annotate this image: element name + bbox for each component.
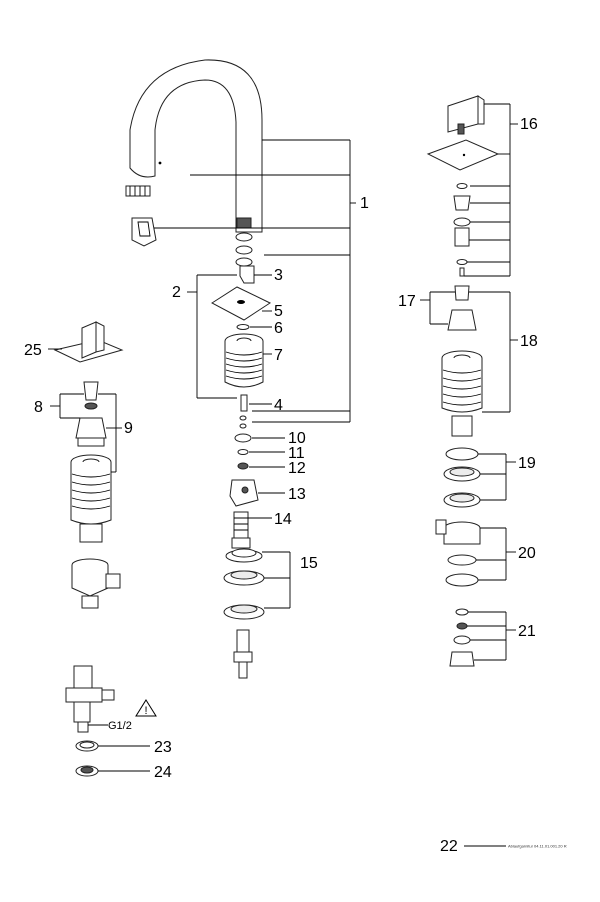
aerator-insert (125, 185, 151, 197)
callout-15: 15 (300, 555, 318, 572)
right-small-parts (453, 183, 471, 277)
callout-12: 12 (288, 460, 306, 477)
cartridge-9 (75, 417, 107, 447)
rings-19 (443, 447, 481, 508)
warning-icon: ! (135, 699, 157, 717)
leader-lines-right (420, 103, 518, 661)
callout-13: 13 (288, 486, 306, 503)
washer-23 (75, 740, 99, 752)
callout-22: 22 (440, 838, 458, 855)
callout-16: 16 (520, 116, 538, 133)
callout-23: 23 (154, 739, 172, 756)
callout-24: 24 (154, 764, 172, 781)
part-11-ring (237, 449, 249, 455)
part-15-rings (223, 548, 265, 620)
spout-washers (235, 232, 253, 267)
cartridge-17 (447, 285, 477, 331)
spout (129, 59, 263, 233)
handle-16 (426, 95, 500, 171)
callout-9: 9 (124, 420, 133, 437)
callout-1: 1 (360, 195, 369, 212)
callout-11: 11 (288, 445, 305, 462)
callout-5: 5 (274, 303, 283, 320)
callout-21: 21 (518, 623, 536, 640)
part-4-pin (240, 394, 248, 412)
callout-8: 8 (34, 399, 43, 416)
callout-19: 19 (518, 455, 536, 472)
part-7-threaded-body (224, 333, 264, 388)
callout-3: 3 (274, 267, 283, 284)
aerator-key (131, 217, 157, 247)
svg-text:!: ! (144, 705, 147, 717)
part-12-ring (237, 462, 249, 470)
bottom-hose-connector (233, 629, 253, 679)
callout-20: 20 (518, 545, 536, 562)
callout-25: 25 (24, 342, 42, 359)
thread-size-label: G1/2 (108, 720, 132, 732)
handle-25 (53, 321, 124, 363)
part-13-nut (229, 479, 259, 507)
callout-14: 14 (274, 511, 292, 528)
leader-lines-center (154, 139, 356, 609)
part-6-o-ring (236, 324, 250, 330)
callout-17: 17 (398, 293, 416, 310)
callout-7: 7 (274, 347, 283, 364)
part-3-clip (239, 265, 255, 284)
callout-10: 10 (288, 430, 306, 447)
leader-lines-left (48, 348, 122, 473)
part-14-connector (231, 511, 251, 549)
cartridge-8 (83, 381, 99, 410)
valve-body-right (441, 350, 483, 437)
footer-note: Ablaufgarnitur 04.11.01.001.20 R (508, 844, 567, 849)
callout-6: 6 (274, 320, 283, 337)
valve-body-left (70, 454, 112, 543)
elbow-20 (435, 519, 481, 587)
nut-24 (75, 765, 99, 777)
callout-2: 2 (172, 284, 181, 301)
part-5-base-plate (211, 286, 272, 321)
t-piece-connector (65, 665, 115, 733)
parts-21 (449, 608, 475, 667)
callout-4: 4 (274, 397, 283, 414)
callout-18: 18 (520, 333, 538, 350)
part-10-washer (234, 415, 252, 443)
elbow-left (71, 558, 121, 609)
